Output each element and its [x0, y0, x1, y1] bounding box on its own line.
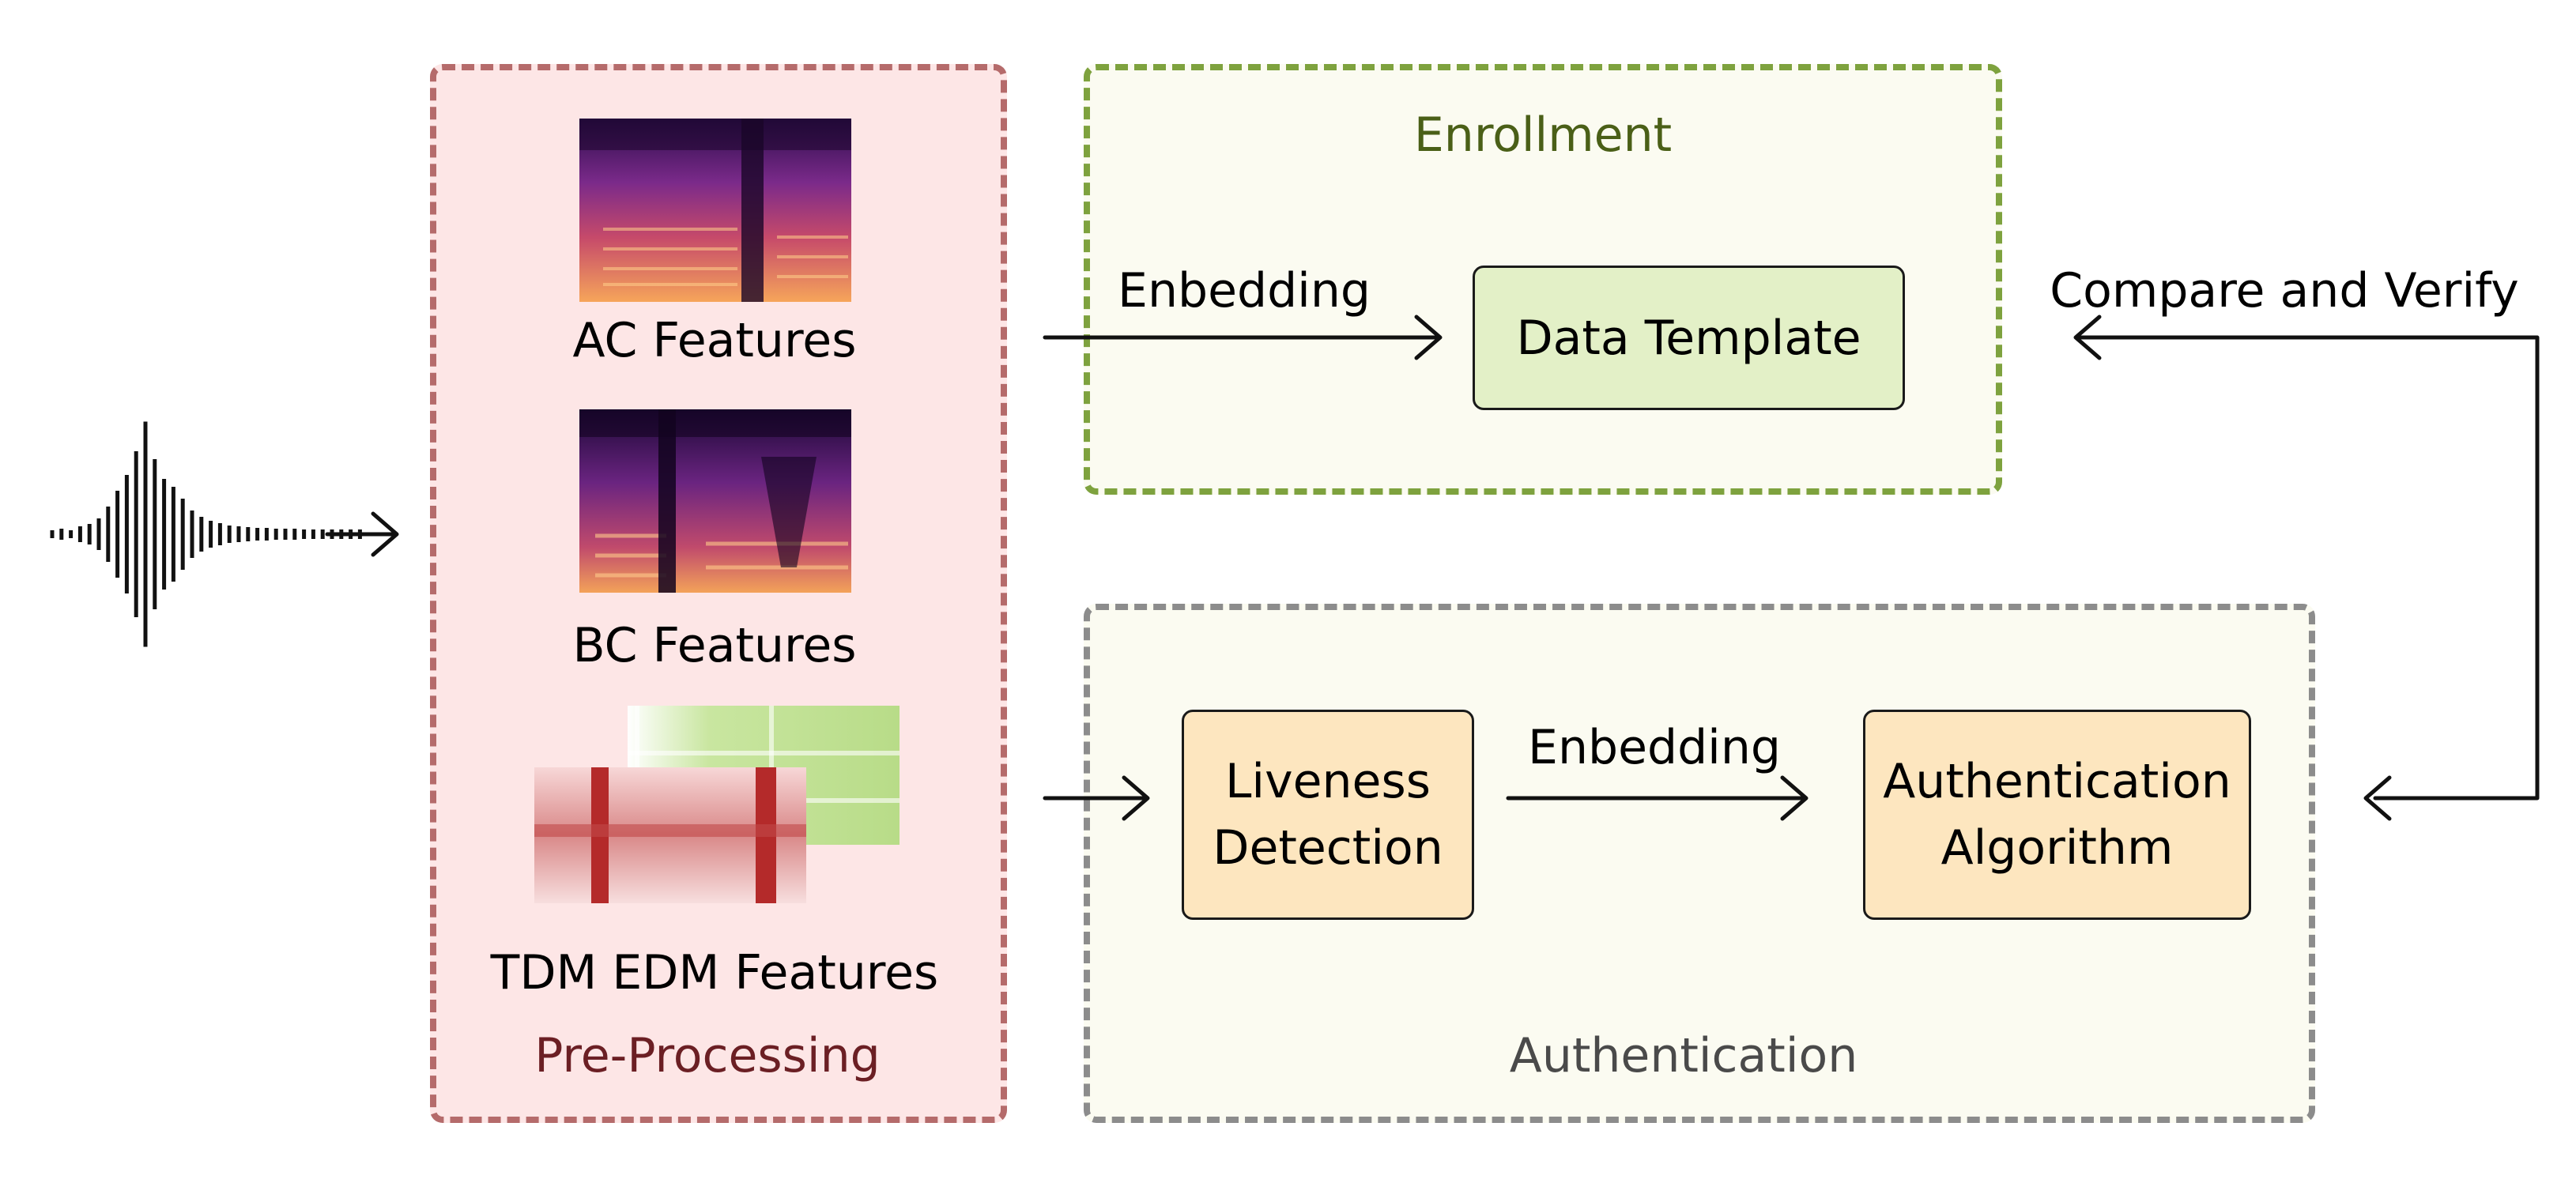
arrow-features-to-template [1043, 315, 1443, 360]
compare-verify-label: Compare and Verify [2050, 263, 2519, 318]
audio-waveform-icon [50, 421, 362, 647]
arrow-liveness-to-algorithm [1506, 775, 1808, 821]
arrow-waveform-to-preprocessing [325, 511, 399, 557]
ac-spectrogram-image [579, 119, 851, 302]
ac-features-label: AC Features [572, 313, 857, 368]
arrow-compare-verify-loop [2073, 315, 2540, 821]
data-template-box: Data Template [1473, 266, 1905, 410]
embedding-top-label: Enbedding [1118, 263, 1371, 318]
authentication-title: Authentication [1509, 1028, 1858, 1083]
data-template-label: Data Template [1516, 310, 1861, 366]
tdm-edm-feature-image [534, 706, 900, 903]
enrollment-title: Enrollment [1413, 107, 1673, 163]
liveness-detection-label: Liveness Detection [1213, 754, 1443, 876]
liveness-detection-box: Liveness Detection [1182, 710, 1474, 920]
tdm-edm-features-label: TDM EDM Features [490, 945, 939, 1000]
authentication-algorithm-label: Authentication Algorithm [1883, 754, 2231, 876]
arrow-features-to-liveness [1043, 775, 1150, 821]
bc-features-label: BC Features [572, 618, 857, 673]
preprocessing-title: Pre-Processing [534, 1028, 881, 1083]
embedding-bottom-label: Enbedding [1528, 720, 1781, 775]
bc-spectrogram-image [579, 409, 851, 593]
authentication-algorithm-box: Authentication Algorithm [1863, 710, 2251, 920]
